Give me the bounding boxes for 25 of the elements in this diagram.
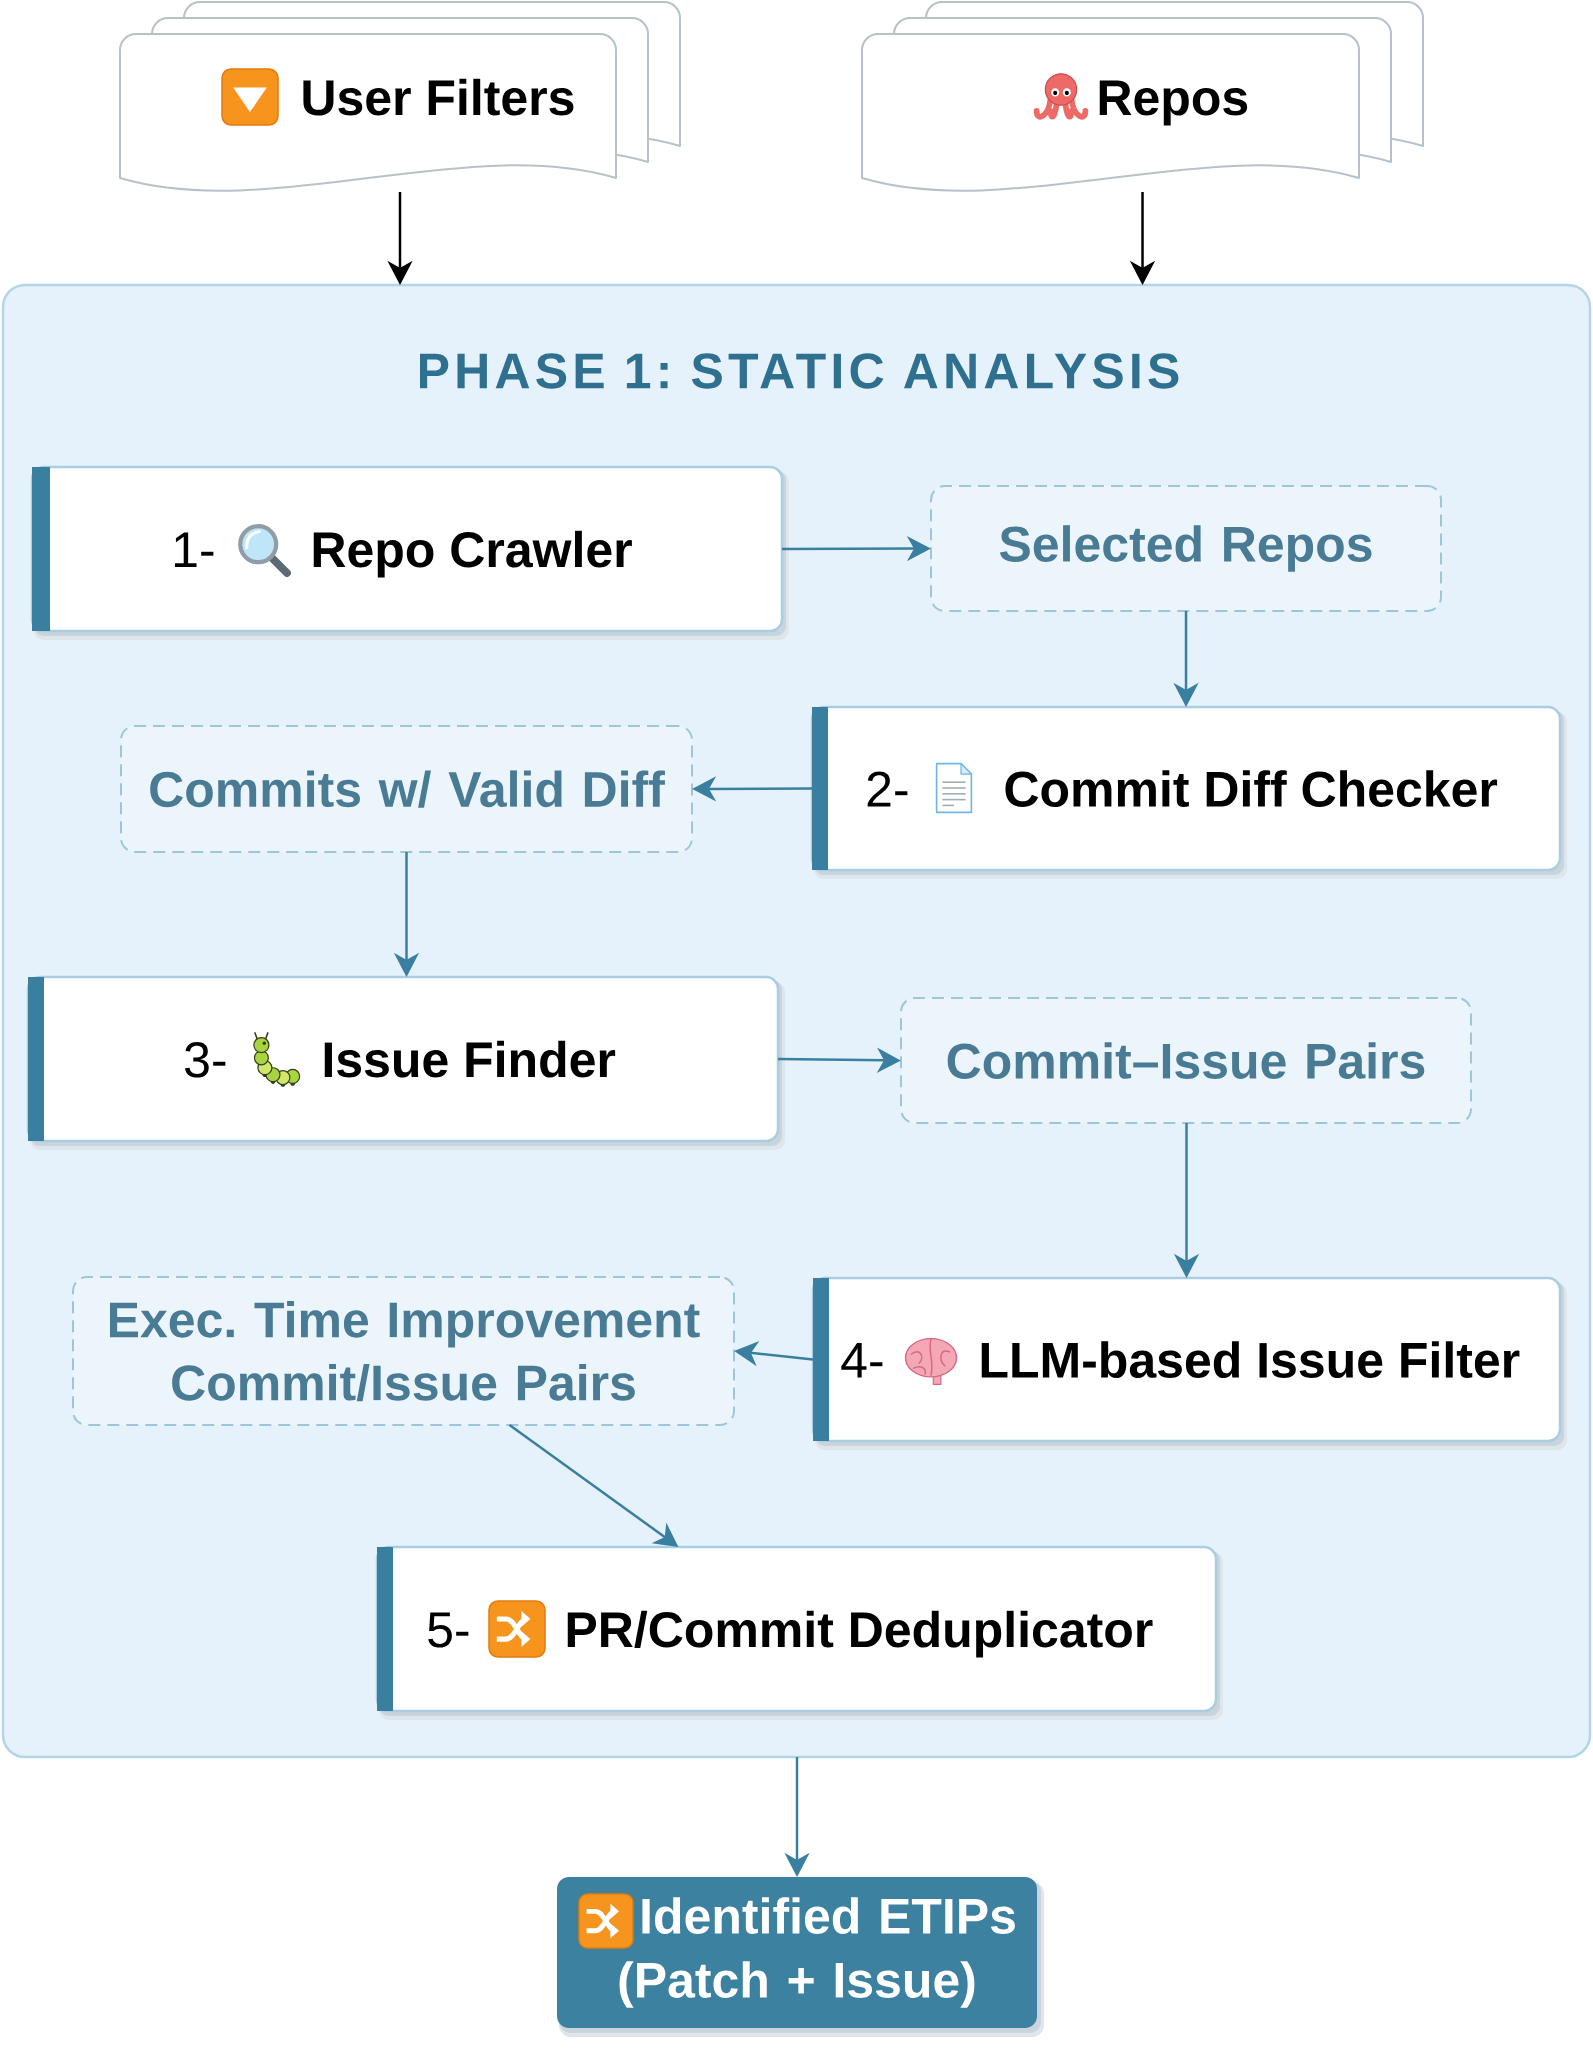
panel-title: PHASE 1: STATIC ANALYSIS xyxy=(420,353,1179,389)
step-number: 4- xyxy=(841,1343,883,1378)
step-title: Issue Finder xyxy=(324,1040,616,1078)
document-stack xyxy=(861,1,1424,192)
step-title: Repo Crawler xyxy=(313,530,632,578)
data-box: Commit–Issue Pairs xyxy=(900,997,1472,1124)
document-title: User Filters xyxy=(303,78,574,116)
step-title: PR/Commit Deduplicator xyxy=(567,1610,1153,1658)
step-number: 2- xyxy=(867,771,908,807)
step-number: 5- xyxy=(428,1612,469,1648)
step-title: LLM-based Issue Filter xyxy=(981,1341,1520,1378)
data-box: Commits w/ Valid Diff xyxy=(120,725,693,853)
step-number: 1- xyxy=(174,532,214,567)
document-title: Repos xyxy=(1099,80,1248,126)
step-number: 3- xyxy=(185,1042,226,1078)
data-box: Exec. Time Improvement Commit/Issue Pairs xyxy=(72,1276,735,1426)
document-stack xyxy=(119,1,681,192)
process-box xyxy=(375,1545,1223,1720)
process-box xyxy=(30,465,789,640)
process-box xyxy=(811,1276,1567,1450)
data-box: Selected Repos xyxy=(930,485,1442,612)
step-title: Commit Diff Checker xyxy=(1005,770,1498,807)
result-box: Identified ETIPs (Patch + Issue) xyxy=(557,1877,1044,2037)
process-box xyxy=(810,705,1567,879)
process-box xyxy=(26,975,785,1150)
